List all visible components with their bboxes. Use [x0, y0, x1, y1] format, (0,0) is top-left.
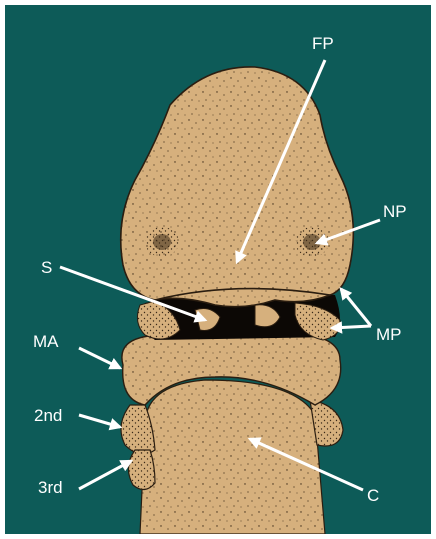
label-ma: MA — [33, 332, 59, 351]
label-mp: MP — [376, 325, 402, 344]
label-np: NP — [383, 202, 407, 221]
embryo-face-diagram: FP NP S MP MA 2nd 3rd C — [5, 5, 431, 534]
label-3rd: 3rd — [38, 478, 63, 497]
arrow-mp-lower — [332, 326, 371, 328]
label-2nd: 2nd — [34, 406, 62, 425]
label-c: C — [367, 486, 379, 505]
label-fp: FP — [312, 34, 334, 53]
label-s: S — [41, 258, 52, 277]
neck-region — [140, 380, 325, 534]
